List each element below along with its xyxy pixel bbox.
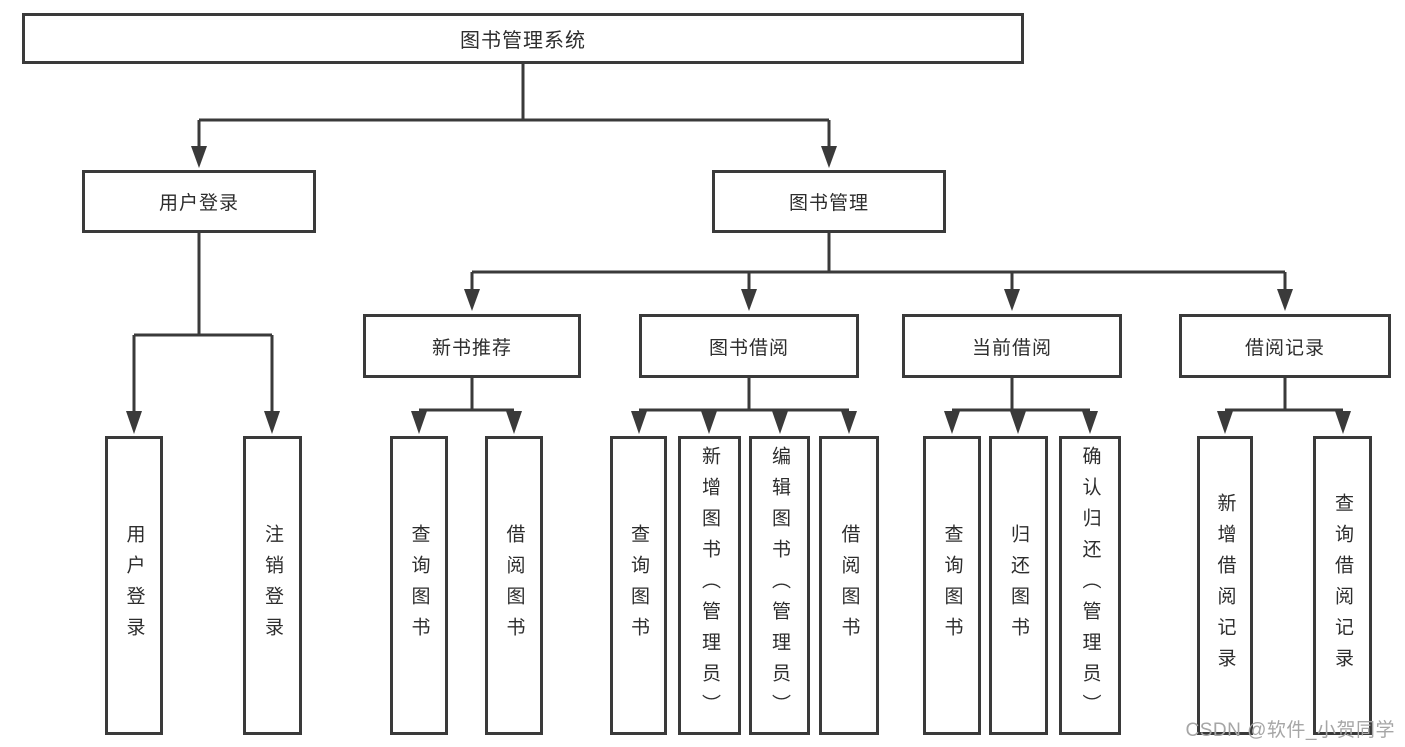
arrowhead — [1217, 411, 1233, 434]
arrowhead — [741, 289, 757, 311]
arrowhead — [1082, 411, 1098, 434]
arrowhead — [191, 146, 207, 168]
arrowhead — [411, 411, 427, 434]
node-book-borrow: 图书借阅 — [639, 314, 859, 378]
arrowhead — [464, 289, 480, 311]
arrowhead — [1335, 411, 1351, 434]
leaf-query-borrow-record: 查询借阅记录 — [1313, 436, 1372, 735]
arrowhead — [772, 411, 788, 434]
node-library-management-system: 图书管理系统 — [22, 13, 1024, 64]
arrowhead — [506, 411, 522, 434]
leaf-return-books: 归还图书 — [989, 436, 1048, 735]
leaf-borrow-books-recommend: 借阅图书 — [485, 436, 543, 735]
arrowhead — [126, 411, 142, 434]
leaf-query-books-borrow: 查询图书 — [610, 436, 667, 735]
leaf-add-borrow-record: 新增借阅记录 — [1197, 436, 1253, 735]
leaf-logout: 注销登录 — [243, 436, 302, 735]
leaf-add-books-admin: 新增图书（管理员） — [678, 436, 741, 735]
leaf-user-login: 用户登录 — [105, 436, 163, 735]
node-current-borrow: 当前借阅 — [902, 314, 1122, 378]
arrowhead — [264, 411, 280, 434]
arrowhead — [1010, 411, 1026, 434]
arrowhead — [1004, 289, 1020, 311]
arrowhead — [701, 411, 717, 434]
leaf-query-books-current: 查询图书 — [923, 436, 981, 735]
node-new-book-recommend: 新书推荐 — [363, 314, 581, 378]
node-borrow-records: 借阅记录 — [1179, 314, 1391, 378]
leaf-edit-books-admin: 编辑图书（管理员） — [749, 436, 810, 735]
leaf-query-books-recommend: 查询图书 — [390, 436, 448, 735]
node-user-login: 用户登录 — [82, 170, 316, 233]
arrowhead — [631, 411, 647, 434]
arrowhead — [841, 411, 857, 434]
arrowhead — [944, 411, 960, 434]
arrowhead — [1277, 289, 1293, 311]
leaf-borrow-books: 借阅图书 — [819, 436, 879, 735]
arrowhead — [821, 146, 837, 168]
leaf-confirm-return-admin: 确认归还（管理员） — [1059, 436, 1121, 735]
csdn-watermark: CSDN @软件_小贺同学 — [1185, 720, 1395, 741]
node-book-management: 图书管理 — [712, 170, 946, 233]
